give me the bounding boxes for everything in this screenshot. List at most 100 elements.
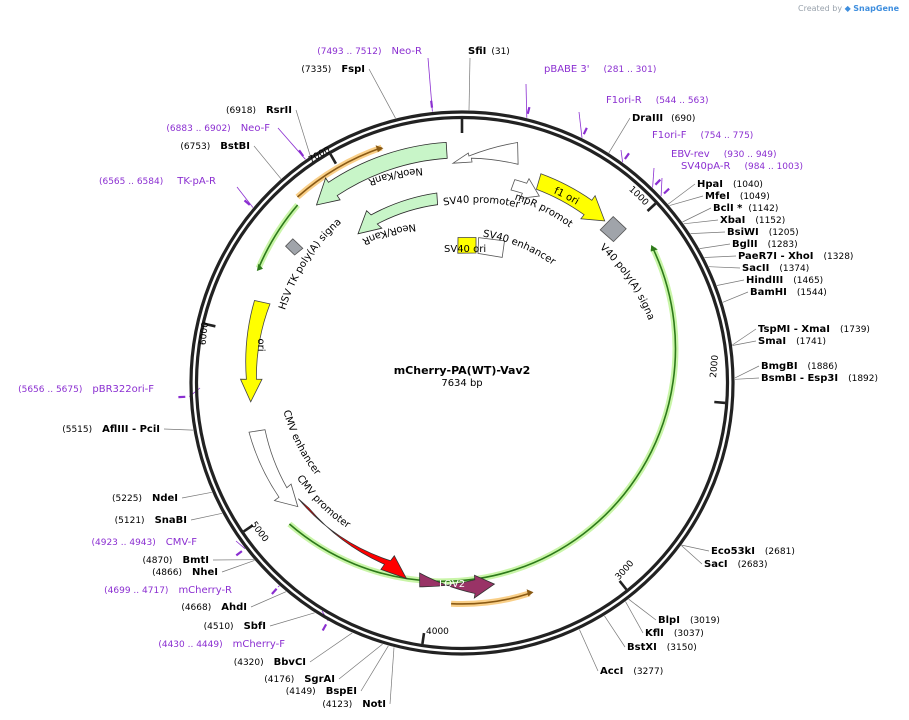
- leader-primer-4: [652, 167, 655, 188]
- primer-labels: (7493 .. 7512)Neo-R pBABE 3'(281 .. 301)…: [18, 46, 803, 650]
- site-label-sbfi: (4510)SbfI: [204, 621, 266, 632]
- tick-label-5000: 5000: [248, 520, 270, 544]
- leader-site-label-eco53ki: [681, 544, 710, 552]
- leader-primer-1: [525, 83, 528, 118]
- leader-site-label-rsrii: [295, 109, 311, 157]
- site-label-blpi: BlpI(3019): [658, 615, 720, 626]
- snapgene-credit: Created by ◆ SnapGene: [798, 4, 899, 13]
- tick-label-4000: 4000: [426, 627, 449, 637]
- site-label-sgrai: (4176)SgrAI: [264, 674, 335, 685]
- primer-label-tk-pa-r: (6565 .. 6584)TK-pA-R: [99, 176, 216, 187]
- restriction-site-labels: SfiI(31) DraIII(690) HpaI(1040) MfeI(104…: [62, 46, 878, 710]
- leader-site-label-nhei: [221, 560, 255, 573]
- tick-label-6000: 6000: [199, 321, 212, 345]
- leader-site-label-sfii: [468, 57, 471, 111]
- leader-site-label-noti: [389, 647, 395, 705]
- leader-site-label-sgrai: [338, 643, 383, 680]
- primer-label-f1ori-f: F1ori-F(754 .. 775): [652, 130, 753, 141]
- site-label-bbvci: (4320)BbvCI: [234, 657, 306, 668]
- site-label-xbai: XbaI(1152): [720, 215, 785, 226]
- feature-label-cmv-promoter: CMV promoter: [294, 473, 352, 531]
- leader-site-label-paer7i-xhoi: [704, 255, 737, 258]
- site-label-hpai: HpaI(1040): [697, 179, 763, 190]
- feature-arrow-lov2: [419, 572, 496, 599]
- leader-site-label-bglii: [699, 243, 731, 249]
- primer-label-mcherry-r: (4699 .. 4717)mCherry-R: [104, 585, 232, 596]
- feature-label-cmv-enhancer: CMV enhancer: [280, 409, 322, 478]
- site-label-rsrii: (6918)RsrII: [226, 105, 292, 116]
- site-label-bmti: (4870)BmtI: [143, 555, 209, 566]
- credit-brand: SnapGene: [853, 4, 899, 13]
- leader-site-label-blpi: [628, 598, 657, 621]
- feature-box-hsv-tk-polya: [285, 238, 304, 256]
- orf-arc-hsvtk: [255, 203, 300, 271]
- site-label-bcli: BclI *(1142): [713, 203, 778, 214]
- primer-mark-11: [298, 149, 305, 157]
- feature-arrow-neokan-outer: [315, 141, 448, 206]
- leader-site-label-bsmbi-esp3i: [734, 377, 760, 380]
- site-label-snabi: (5121)SnaBI: [115, 515, 187, 526]
- primer-label-f1ori-r: F1ori-R(544 .. 563): [606, 95, 709, 106]
- feature-arrow-mcherry: [298, 498, 408, 580]
- primer-mark-4: [654, 178, 662, 186]
- credit-prefix: Created by: [798, 4, 843, 13]
- primer-label-pbabe3: pBABE 3'(281 .. 301): [544, 64, 656, 75]
- primer-mark-1: [526, 106, 531, 115]
- site-label-draiii: DraIII(690): [632, 113, 695, 124]
- site-label-bstxi: BstXI(3150): [627, 642, 697, 653]
- leader-site-label-mfei: [669, 195, 704, 206]
- leader-site-label-hpai: [667, 183, 696, 205]
- site-label-bsiwi: BsiWI(1205): [727, 227, 799, 238]
- primer-mark-2: [582, 127, 588, 135]
- orf-arc-vav2: [287, 245, 679, 585]
- site-label-smai: SmaI(1741): [758, 336, 826, 347]
- site-label-afliii-pcii: (5515)AflIII - PciI: [62, 424, 160, 435]
- leader-site-label-ndei: [181, 491, 212, 499]
- leader-site-label-sbfi: [269, 612, 315, 627]
- leader-site-label-bsiwi: [690, 231, 726, 234]
- site-label-sfii: SfiI(31): [468, 46, 510, 57]
- tick-mark-2000: [714, 400, 726, 405]
- leader-site-label-ahdi: [250, 591, 287, 608]
- feature-box-sv40-enhancer: [477, 237, 505, 258]
- site-label-mfei: MfeI(1049): [705, 191, 770, 202]
- tick-mark-7000: [329, 153, 338, 165]
- tick-mark-4000: [421, 632, 426, 645]
- leader-site-label-sacii: [708, 266, 741, 269]
- primer-label-pbr322ori-f: (5656 .. 5675)pBR322ori-F: [18, 384, 154, 395]
- tick-mark-6000: [204, 322, 216, 328]
- leader-site-label-smai: [732, 340, 757, 346]
- leader-site-label-bstxi: [604, 615, 626, 648]
- primer-mark-9: [321, 623, 328, 632]
- primer-binding-marks: [178, 100, 670, 632]
- site-label-bstbi: (6753)BstBI: [180, 141, 250, 152]
- feature-arrow-neokan-inner: [357, 192, 439, 235]
- feature-label-ori: ori: [255, 338, 266, 351]
- primer-mark-10: [243, 199, 251, 206]
- leader-site-label-acci: [579, 629, 599, 672]
- primer-mark-8: [271, 588, 278, 595]
- site-label-bsmbi-esp3i: BsmBI - Esp3I(1892): [761, 373, 878, 384]
- leader-site-label-draiii: [608, 117, 631, 154]
- site-label-kfli: KflI(3037): [645, 628, 704, 639]
- feature-arrow-ori: [239, 300, 271, 403]
- leader-site-label-bamhi: [722, 291, 749, 303]
- backbone-outer-ring: [189, 110, 735, 656]
- leader-primer-3: [620, 149, 623, 163]
- feature-label-lov2: LOV2: [439, 579, 465, 590]
- site-label-bmgbi: BmgBI(1886): [761, 361, 837, 372]
- primer-label-cmv-f: (4923 .. 4943)CMV-F: [91, 537, 197, 548]
- feature-label-sv40-ori: SV40 ori: [444, 244, 486, 255]
- backbone-inner-ring: [194, 115, 730, 651]
- primer-label-ebv-rev: EBV-rev(930 .. 949): [671, 149, 777, 160]
- site-label-tspmi-xmai: TspMI - XmaI(1739): [758, 324, 870, 335]
- site-label-nhei: (4866)NheI: [152, 567, 218, 578]
- orf-arc-lower: [450, 589, 534, 607]
- site-label-acci: AccI(3277): [600, 666, 663, 677]
- leader-site-label-saci: [681, 545, 703, 565]
- leader-site-label-hindiii: [716, 279, 745, 286]
- primer-mark-0: [430, 100, 434, 108]
- primer-mark-5: [663, 187, 670, 195]
- leader-primer-8: [277, 585, 280, 588]
- leader-primer-7: [235, 540, 246, 550]
